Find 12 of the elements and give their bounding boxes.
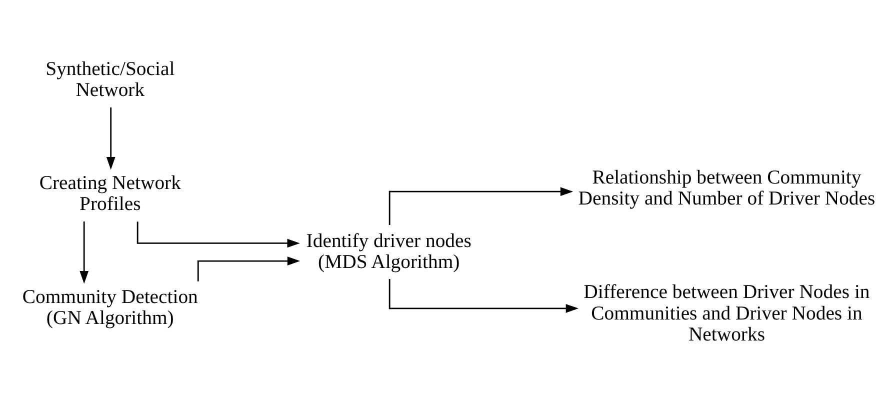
node-text: Identify driver nodes (MDS Algorithm) — [306, 230, 472, 273]
arrow — [197, 256, 300, 282]
arrow — [80, 221, 89, 284]
arrow — [388, 278, 579, 313]
arrow — [388, 187, 574, 226]
arrow — [106, 107, 116, 170]
node-text: Difference between Driver Nodes in Communities and Driver Nodes in Networks — [584, 281, 870, 346]
arrow — [136, 222, 300, 248]
node-text: Community Detection (GN Algorithm) — [22, 286, 198, 330]
node-text: Relationship between Community Density and Number of Driver Nodes — [578, 166, 876, 210]
node-text: Creating Network Profiles — [39, 172, 181, 216]
node-text: Synthetic/Social Network — [46, 58, 175, 102]
